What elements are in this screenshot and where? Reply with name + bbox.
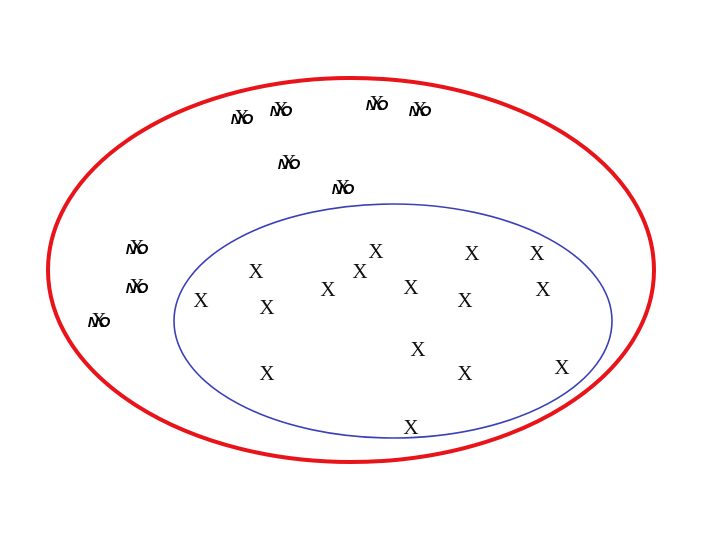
no-label: NO	[270, 103, 293, 120]
x-mark: X	[273, 97, 288, 121]
no-label: NO	[278, 156, 301, 173]
negated-item: XNO	[126, 235, 149, 259]
x-mark: X	[464, 241, 479, 265]
outer-set-ellipse	[46, 76, 656, 464]
x-mark: X	[193, 288, 208, 312]
x-mark: X	[554, 355, 569, 379]
x-mark: X	[410, 337, 425, 361]
no-label: NO	[88, 314, 111, 331]
x-mark: X	[129, 235, 144, 259]
negated-item: XNO	[270, 97, 293, 121]
negated-item: XNO	[366, 91, 389, 115]
x-mark: X	[368, 239, 383, 263]
inner-set-ellipse	[173, 203, 613, 439]
x-mark: X	[259, 295, 274, 319]
x-mark: X	[352, 259, 367, 283]
no-label: NO	[126, 241, 149, 258]
x-mark: X	[403, 275, 418, 299]
negated-item: XNO	[126, 274, 149, 298]
x-mark: X	[248, 259, 263, 283]
x-mark: X	[320, 277, 335, 301]
x-mark: X	[91, 308, 106, 332]
x-mark: X	[529, 241, 544, 265]
x-mark: X	[403, 415, 418, 439]
x-mark: X	[457, 361, 472, 385]
x-mark: X	[234, 105, 249, 129]
no-label: NO	[126, 280, 149, 297]
x-mark: X	[129, 274, 144, 298]
x-mark: X	[335, 175, 350, 199]
x-mark: X	[259, 361, 274, 385]
negated-item: XNO	[231, 105, 254, 129]
x-mark: X	[412, 97, 427, 121]
x-mark: X	[281, 150, 296, 174]
no-label: NO	[409, 103, 432, 120]
x-mark: X	[535, 277, 550, 301]
no-label: NO	[366, 97, 389, 114]
negated-item: XNO	[278, 150, 301, 174]
negated-item: XNO	[332, 175, 355, 199]
x-mark: X	[457, 288, 472, 312]
x-mark: X	[369, 91, 384, 115]
no-label: NO	[231, 111, 254, 128]
negated-item: XNO	[409, 97, 432, 121]
negated-item: XNO	[88, 308, 111, 332]
no-label: NO	[332, 181, 355, 198]
